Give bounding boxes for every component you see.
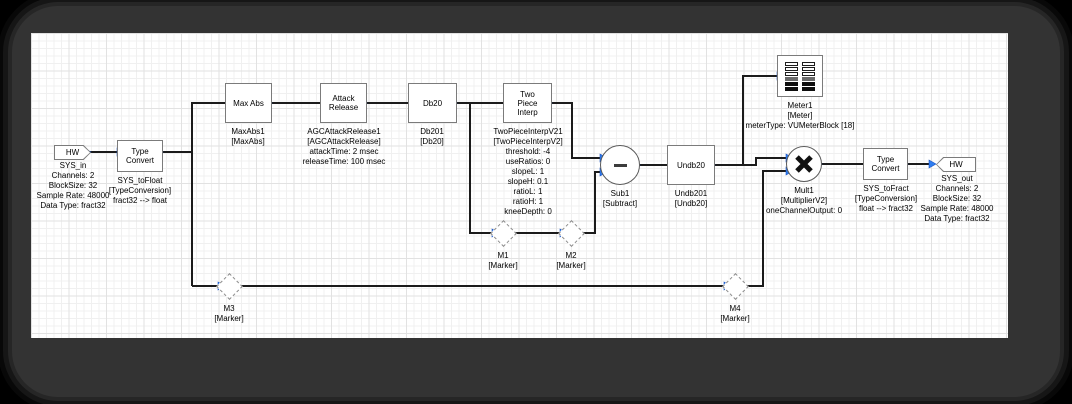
- two-piece-interp-label: Two Piece Interp: [517, 89, 538, 117]
- caption-line: float --> fract32: [858, 204, 914, 213]
- caption-line: [MaxAbs]: [231, 137, 265, 146]
- caption-line: [TwoPieceInterpV2]: [493, 137, 563, 146]
- wire[interactable]: [742, 75, 777, 165]
- attack-release-label: Attack Release: [328, 94, 359, 112]
- caption-line: [TypeConversion]: [854, 194, 918, 203]
- meter-caption: Meter1 [Meter] meterType: VUMeterBlock […: [746, 101, 855, 131]
- caption-line: kneeDepth: 0: [504, 207, 552, 216]
- hw-output-label: HW: [949, 160, 963, 169]
- marker-m2-caption: M2 [Marker]: [556, 251, 585, 271]
- two-piece-interp-caption: TwoPieceInterpV21 [TwoPieceInterpV2] thr…: [493, 127, 562, 217]
- wire[interactable]: [743, 157, 786, 166]
- type-convert-in-label: Type Convert: [125, 147, 154, 165]
- wire[interactable]: [747, 170, 786, 287]
- caption-line: Meter1: [787, 101, 813, 110]
- caption-line: [AGCAttackRelease]: [307, 137, 381, 146]
- max-abs-label: Max Abs: [233, 98, 264, 108]
- caption-line: Channels: 2: [935, 184, 979, 193]
- caption-line: attackTime: 2 msec: [309, 147, 379, 156]
- attack-release-caption: AGCAttackRelease1 [AGCAttackRelease] att…: [303, 127, 386, 167]
- caption-line: Channels: 2: [51, 171, 95, 180]
- db20-caption: Db201 [Db20]: [420, 127, 444, 147]
- db20-block[interactable]: Db20: [408, 83, 457, 123]
- caption-line: [Undb20]: [674, 199, 708, 208]
- type-convert-out-block[interactable]: Type Convert: [863, 148, 908, 180]
- undb20-block[interactable]: Undb20: [667, 145, 715, 185]
- undb20-label: Undb20: [676, 160, 706, 170]
- wire[interactable]: [583, 171, 600, 234]
- type-convert-out-label: Type Convert: [871, 155, 900, 173]
- attack-release-block[interactable]: Attack Release: [320, 83, 367, 123]
- wire[interactable]: [552, 102, 600, 159]
- caption-line: oneChannelOutput: 0: [765, 206, 843, 215]
- wire[interactable]: [469, 103, 491, 234]
- caption-line: Sub1: [610, 189, 630, 198]
- wire[interactable]: [191, 102, 225, 286]
- caption-line: Sample Rate: 48000: [920, 204, 994, 213]
- caption-line: Mult1: [794, 186, 814, 195]
- caption-line: [Marker]: [720, 314, 750, 323]
- caption-line: useRatios: 0: [505, 157, 551, 166]
- two-piece-interp-block[interactable]: Two Piece Interp: [503, 83, 552, 123]
- subtract-block[interactable]: [600, 145, 640, 185]
- multiplier-caption: Mult1 [MultiplierV2] oneChannelOutput: 0: [766, 186, 842, 216]
- caption-line: [TypeConversion]: [108, 186, 172, 195]
- caption-line: MaxAbs1: [231, 127, 265, 136]
- caption-line: SYS_in: [59, 161, 87, 170]
- caption-line: M2: [565, 251, 577, 260]
- caption-line: [Marker]: [488, 261, 518, 270]
- caption-line: Db201: [420, 127, 444, 136]
- caption-line: Sample Rate: 48000: [36, 191, 110, 200]
- undb20-caption: Undb201 [Undb20]: [675, 189, 707, 209]
- db20-label: Db20: [422, 98, 443, 108]
- caption-line: [Subtract]: [602, 199, 638, 208]
- type-convert-in-caption: SYS_toFloat [TypeConversion] fract32 -->…: [109, 176, 171, 206]
- caption-line: [Marker]: [556, 261, 586, 270]
- caption-line: SYS_out: [941, 174, 973, 183]
- max-abs-block[interactable]: Max Abs: [225, 83, 272, 123]
- caption-line: ratioH: 1: [512, 197, 544, 206]
- caption-line: [Db20]: [420, 137, 444, 146]
- type-convert-in-block[interactable]: Type Convert: [117, 140, 163, 172]
- subtract-caption: Sub1 [Subtract]: [603, 189, 637, 209]
- type-convert-out-caption: SYS_toFract [TypeConversion] float --> f…: [855, 184, 917, 214]
- caption-line: [Meter]: [787, 111, 813, 120]
- caption-line: TwoPieceInterpV21: [493, 127, 563, 136]
- marker-m3-caption: M3 [Marker]: [214, 304, 243, 324]
- hw-input-block[interactable]: HW: [54, 145, 91, 160]
- caption-line: BlockSize: 32: [48, 181, 98, 190]
- caption-line: Undb201: [674, 189, 708, 198]
- caption-line: M1: [497, 251, 509, 260]
- caption-line: fract32 --> float: [112, 196, 168, 205]
- caption-line: [MultiplierV2]: [780, 196, 828, 205]
- hw-output-block[interactable]: HW: [936, 157, 976, 172]
- hw-input-label: HW: [65, 148, 80, 157]
- meter-block[interactable]: [777, 55, 823, 97]
- hw-output-caption: SYS_out Channels: 2 BlockSize: 32 Sample…: [921, 174, 994, 224]
- vu-meter-icon: [785, 61, 815, 91]
- multiply-x-icon: [795, 155, 813, 173]
- caption-line: threshold: -4: [505, 147, 551, 156]
- caption-line: M3: [223, 304, 235, 313]
- marker-m1-caption: M1 [Marker]: [488, 251, 517, 271]
- caption-line: BlockSize: 32: [932, 194, 982, 203]
- caption-line: slopeH: 0.1: [507, 177, 549, 186]
- caption-line: M4: [729, 304, 741, 313]
- caption-line: Data Type: fract32: [40, 201, 106, 210]
- hw-input-caption: SYS_in Channels: 2 BlockSize: 32 Sample …: [37, 161, 110, 211]
- caption-line: SYS_toFloat: [117, 176, 163, 185]
- caption-line: Data Type: fract32: [924, 214, 990, 223]
- marker-m4-caption: M4 [Marker]: [720, 304, 749, 324]
- minus-icon: [613, 163, 627, 167]
- caption-line: releaseTime: 100 msec: [302, 157, 386, 166]
- caption-line: meterType: VUMeterBlock [18]: [745, 121, 855, 130]
- multiplier-block[interactable]: [786, 146, 822, 182]
- caption-line: slopeL: 1: [511, 167, 545, 176]
- caption-line: AGCAttackRelease1: [307, 127, 381, 136]
- max-abs-caption: MaxAbs1 [MaxAbs]: [231, 127, 264, 147]
- caption-line: [Marker]: [214, 314, 244, 323]
- input-pin-icon[interactable]: [928, 159, 937, 169]
- caption-line: SYS_toFract: [863, 184, 909, 193]
- caption-line: ratioL: 1: [513, 187, 543, 196]
